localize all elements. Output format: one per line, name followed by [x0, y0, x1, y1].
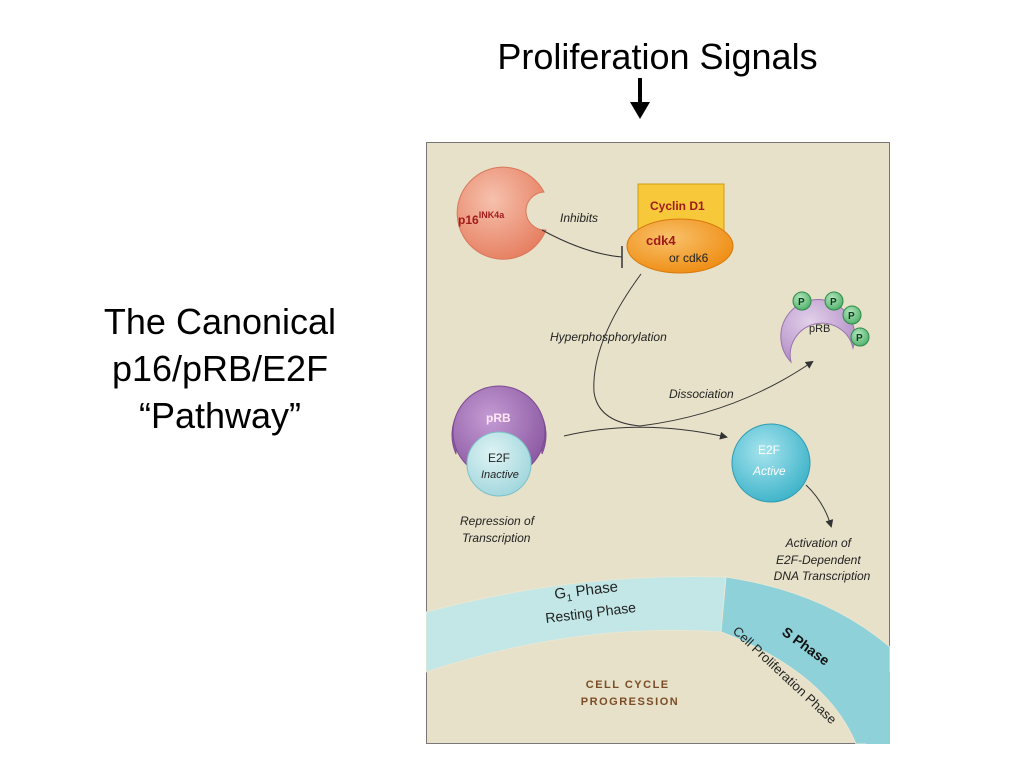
inhibition-line: [541, 229, 623, 258]
phosphate-4: [850, 327, 870, 347]
prb-label: pRB: [486, 411, 511, 425]
activation-line-3: DNA Transcription: [774, 569, 871, 583]
title-line-1: The Canonical: [103, 301, 337, 342]
g1-subscript: 1: [566, 593, 573, 605]
cdk4-label: cdk4: [646, 233, 676, 248]
cell-cycle-text: CELL CYCLE PROGRESSION: [581, 679, 679, 708]
e2f-active-name: E2F: [758, 443, 780, 457]
repression-line-1: Repression of: [460, 514, 536, 528]
slide-title: The Canonical p16/pRB/E2F “Pathway”: [80, 298, 360, 439]
g1-suffix: Phase: [571, 578, 619, 601]
dissociation-label: Dissociation: [669, 387, 734, 401]
e2f-inactive-state: Inactive: [481, 469, 519, 481]
activation-text: Activation of E2F-Dependent DNA Transcri…: [774, 536, 871, 583]
dissociation-arrow-up: [639, 360, 814, 427]
phosphate-1: [792, 291, 812, 311]
down-arrow-icon: [630, 78, 650, 119]
title-line-2: p16/pRB/E2F: [111, 348, 329, 389]
p16-base: p16: [458, 213, 479, 227]
repression-text: Repression of Transcription: [460, 514, 537, 545]
proliferation-signals-label: Proliferation Signals: [497, 36, 818, 77]
e2f-active-state: Active: [752, 464, 786, 478]
cell-cycle-line-2: PROGRESSION: [581, 696, 679, 708]
p16-superscript: INK4a: [479, 210, 506, 220]
g1-phase-label: G1 Phase: [553, 578, 619, 606]
cell-cycle-line-1: CELL CYCLE: [586, 679, 670, 691]
p16-protein: [456, 166, 547, 260]
phosphate-1-label: P: [798, 297, 805, 308]
e2f-inactive-name: E2F: [488, 451, 510, 465]
hyperphosphorylation-label: Hyperphosphorylation: [550, 330, 667, 344]
s-phase-arrowhead: [866, 672, 890, 744]
repression-line-2: Transcription: [462, 531, 531, 545]
p16-label: p16INK4a: [458, 210, 505, 227]
cyclin-d1-label: Cyclin D1: [650, 199, 705, 213]
activation-line-2: E2F-Dependent: [776, 553, 861, 567]
cdk4-protein: [626, 218, 734, 274]
activation-line-1: Activation of: [785, 536, 853, 550]
cdk6-label: or cdk6: [669, 251, 709, 265]
phosphate-2: [824, 291, 844, 311]
phospho-prb-label: pRB: [809, 323, 830, 335]
e2f-inactive-protein: [466, 431, 532, 497]
phosphate-4-label: P: [856, 333, 863, 344]
phosphate-3-label: P: [848, 311, 855, 322]
hyperphosphorylation-line: [593, 273, 642, 427]
e2f-active-protein: [731, 423, 811, 503]
phosphate-2-label: P: [830, 297, 837, 308]
dissociation-arrow-main: [563, 426, 728, 440]
g1-base: G: [553, 585, 567, 603]
activation-arrow: [805, 484, 834, 528]
pathway-diagram: p16INK4a Inhibits Cyclin D1 cdk4 or cdk6…: [426, 142, 890, 744]
inhibits-label: Inhibits: [560, 211, 598, 225]
s-phase-band: [720, 576, 890, 744]
phosphate-3: [842, 305, 862, 325]
title-line-3: “Pathway”: [138, 395, 302, 436]
